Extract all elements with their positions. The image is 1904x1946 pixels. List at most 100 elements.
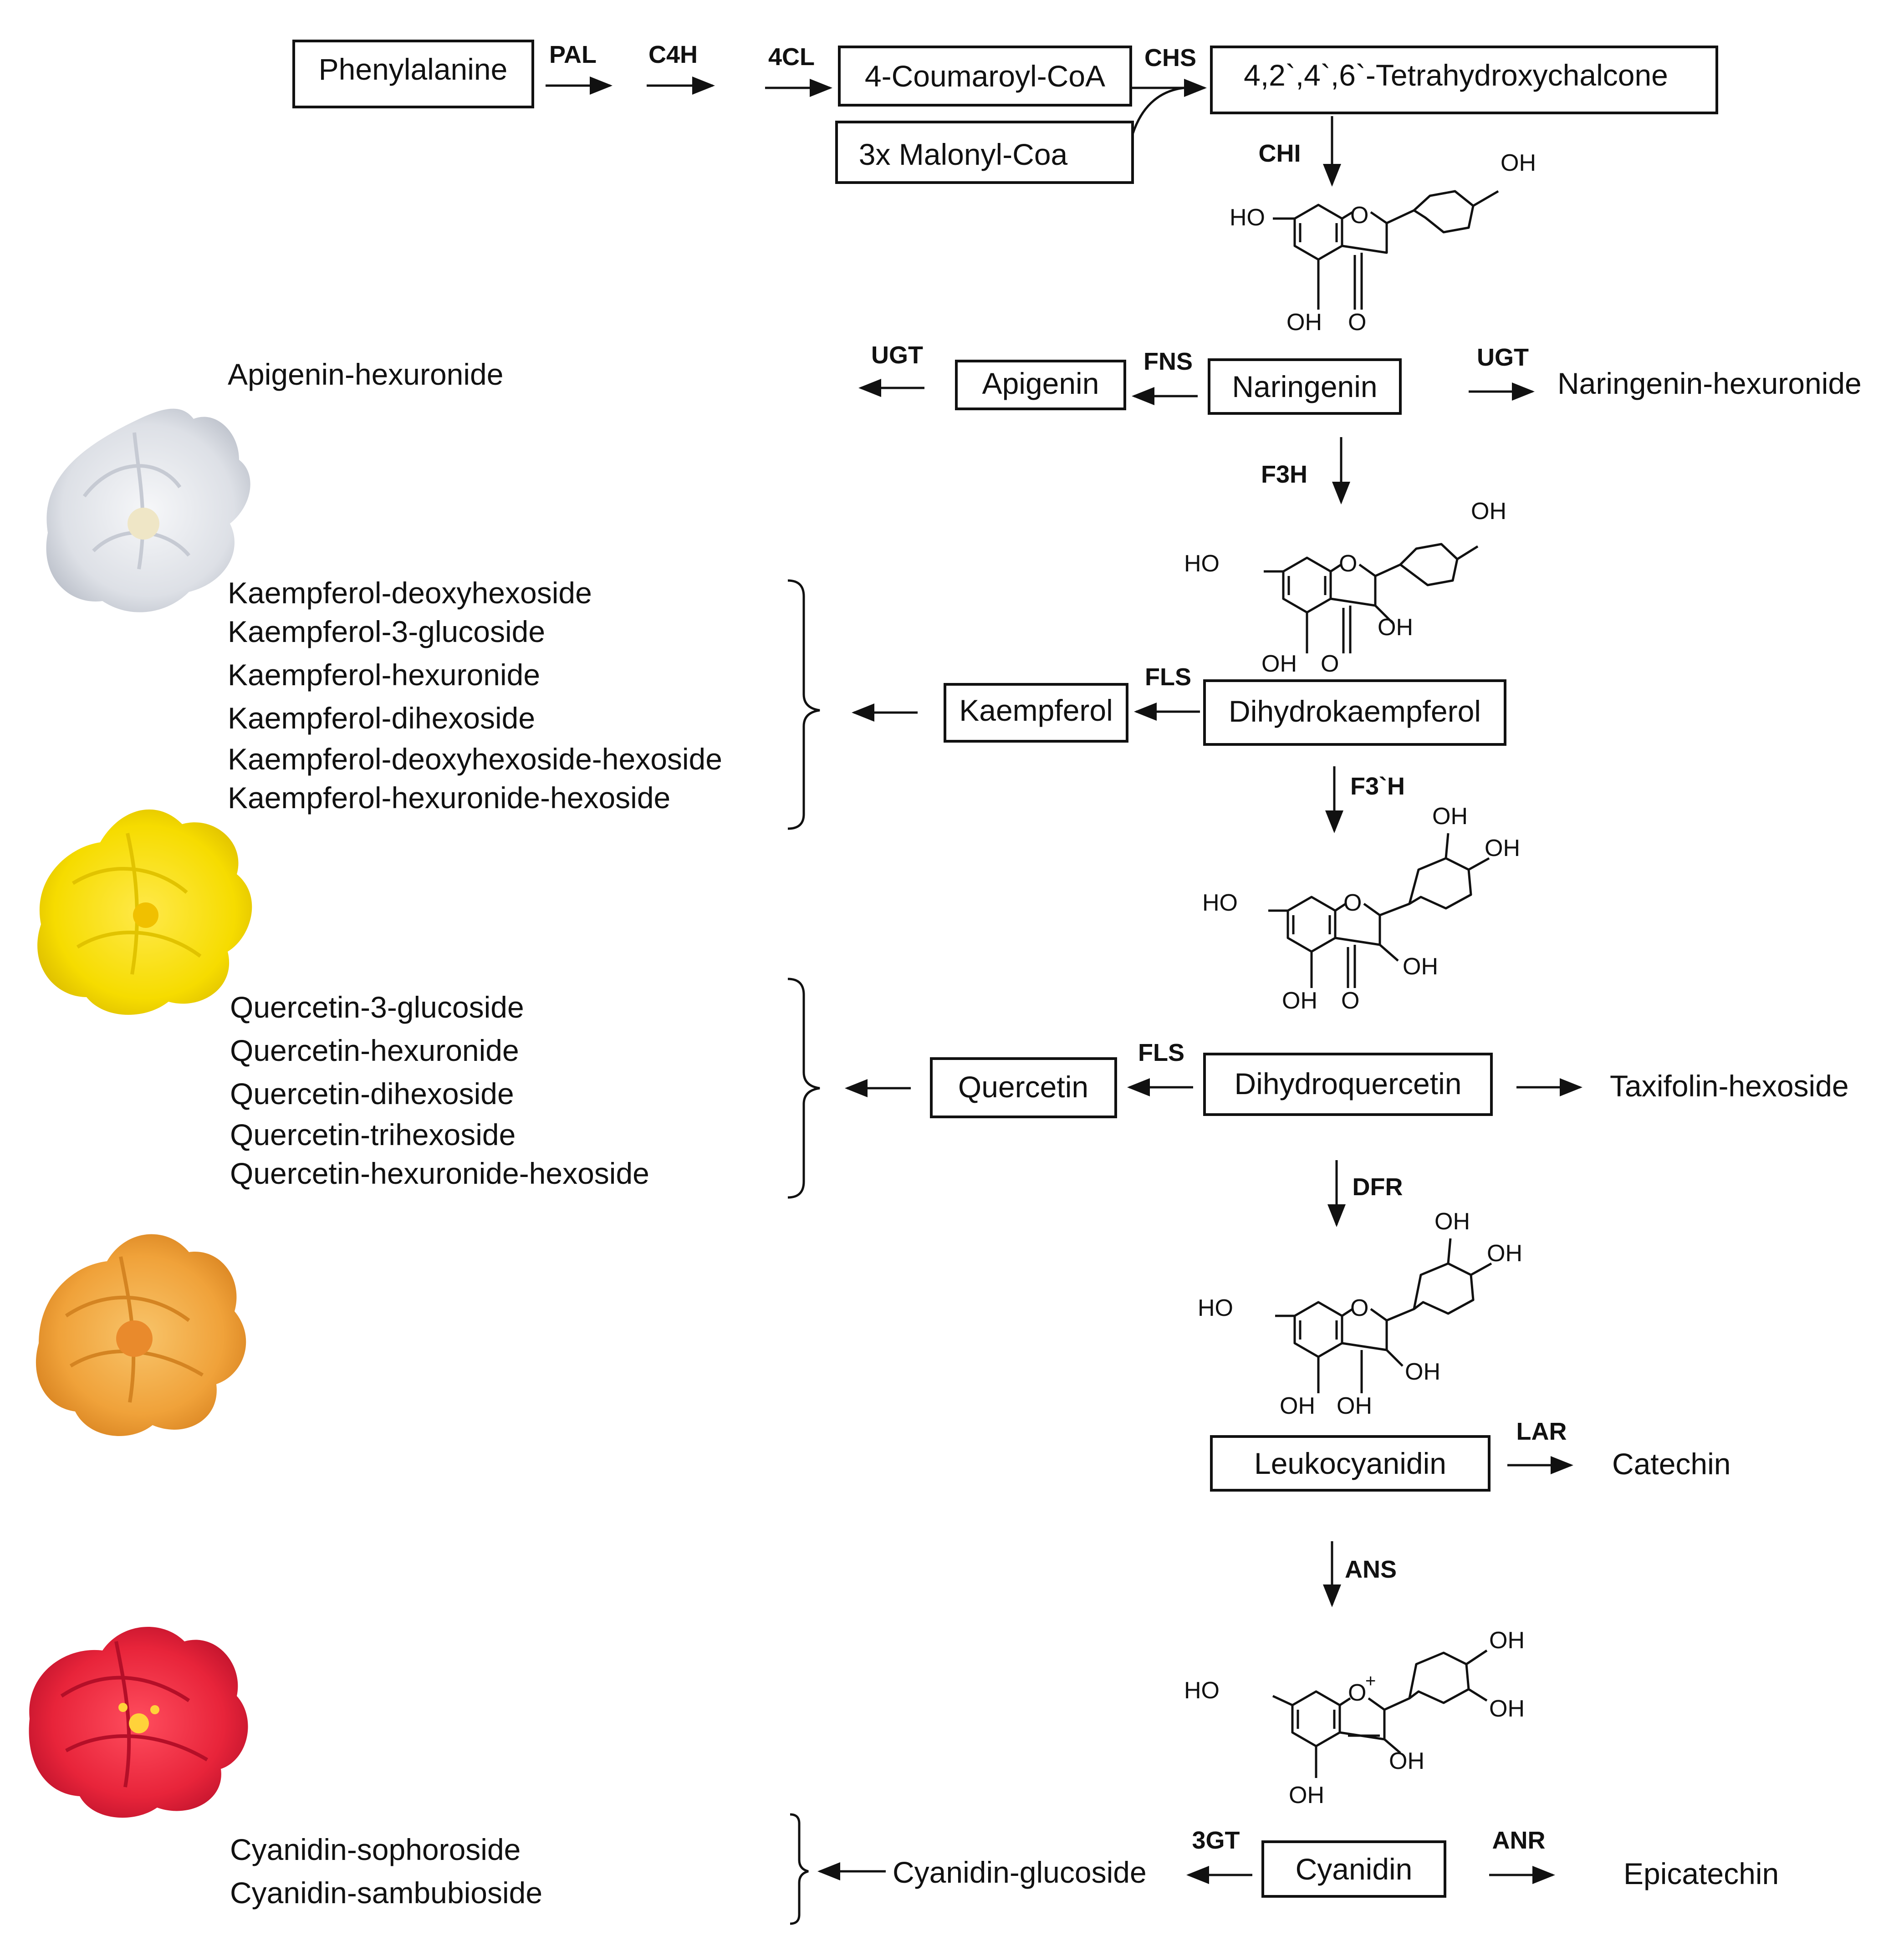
quercetin-derivative: Quercetin-hexuronide-hexoside	[230, 1156, 649, 1190]
kaempferol-brace	[787, 579, 820, 830]
dihydroquercetin-oh-4prime: OH	[1485, 835, 1520, 861]
kaempferol-label: Kaempferol	[959, 693, 1113, 727]
f3h-prime-enzyme-label: F3`H	[1350, 773, 1405, 800]
leukocyanidin-oh-5: OH	[1280, 1393, 1315, 1419]
dihydrokaempferol-ho: HO	[1184, 550, 1220, 577]
quercetin-derivative: Quercetin-dihexoside	[230, 1077, 514, 1111]
leukocyanidin-oh-4prime: OH	[1487, 1240, 1522, 1267]
lar-enzyme-label: LAR	[1516, 1418, 1567, 1445]
quercetin-derivative: Quercetin-trihexoside	[230, 1118, 516, 1151]
dihydrokaempferol-keto-o: O	[1321, 651, 1339, 677]
leukocyanidin-oh-3: OH	[1405, 1359, 1440, 1385]
top-row: Phenylalanine PAL C4H 4CL 4-Coumaroyl-Co…	[292, 40, 1718, 187]
orange-hibiscus-image	[36, 1234, 246, 1436]
coumaroyl-coa-box	[838, 46, 1132, 107]
leukocyanidin-box	[1210, 1435, 1491, 1492]
kaempferol-box	[944, 683, 1128, 743]
cyanidin-brace	[790, 1813, 809, 1925]
ugt-left-enzyme-label: UGT	[871, 341, 923, 369]
yellow-hibiscus-image	[37, 809, 252, 1015]
kaempferol-derivative: Kaempferol-dihexoside	[228, 701, 535, 735]
cyanidin-row: Cyanidin 3GT Cyanidin-glucoside Cyanidin…	[230, 1813, 1779, 1925]
apigenin-hexuronide-label: Apigenin-hexuronide	[228, 357, 503, 391]
leukocyanidin-oh-3prime: OH	[1434, 1208, 1470, 1235]
dihydrokaempferol-oh-bottom: OH	[1261, 651, 1297, 677]
dihydroquercetin-box	[1203, 1053, 1493, 1116]
4cl-enzyme-label: 4CL	[768, 43, 815, 71]
quercetin-derivative: Quercetin-3-glucoside	[230, 990, 524, 1024]
dihydrokaempferol-oh-3: OH	[1378, 614, 1413, 641]
kaempferol-derivative: Kaempferol-hexuronide-hexoside	[228, 781, 670, 815]
naringenin-box	[1208, 358, 1402, 415]
naringenin-keto-o: O	[1348, 309, 1366, 336]
kaempferol-derivative: Kaempferol-hexuronide	[228, 658, 540, 692]
naringenin-label: Naringenin	[1232, 370, 1377, 403]
quercetin-derivative: Quercetin-hexuronide	[230, 1034, 519, 1067]
cyanidin-oh-3prime: OH	[1489, 1627, 1525, 1654]
epicatechin-label: Epicatechin	[1623, 1857, 1779, 1890]
naringenin-structure: HO O OH OH O	[1230, 150, 1536, 336]
dihydroquercetin-oh-3prime: OH	[1432, 803, 1468, 830]
ans-enzyme-label: ANS	[1345, 1556, 1397, 1583]
dihydrokaempferol-label: Dihydrokaempferol	[1229, 694, 1481, 728]
chs-enzyme-label: CHS	[1144, 44, 1196, 71]
white-hibiscus-image	[46, 408, 250, 612]
naringenin-oh-top: OH	[1501, 150, 1536, 176]
quercetin-brace	[787, 978, 820, 1199]
cyanidin-derivative: Cyanidin-sambubioside	[230, 1876, 542, 1910]
fns-enzyme-label: FNS	[1143, 348, 1193, 375]
dihydrokaempferol-box	[1203, 679, 1506, 746]
leukocyanidin-ho: HO	[1198, 1295, 1233, 1321]
chalcone-box	[1210, 46, 1718, 114]
apigenin-label: Apigenin	[982, 367, 1099, 400]
dihydrokaempferol-ring-o: O	[1339, 550, 1357, 577]
f3h-enzyme-label: F3H	[1261, 461, 1307, 488]
catechin-label: Catechin	[1612, 1447, 1731, 1481]
leukocyanidin-oh-4: OH	[1337, 1393, 1372, 1419]
malonyl-join-curve	[1131, 87, 1184, 135]
phenylalanine-box	[292, 40, 534, 108]
chi-enzyme-label: CHI	[1259, 140, 1301, 167]
kaempferol-derivative: Kaempferol-deoxyhexoside	[228, 576, 592, 610]
red-hibiscus-image	[29, 1626, 248, 1818]
leukocyanidin-row: Leukocyanidin LAR Catechin ANS	[1210, 1418, 1731, 1607]
naringenin-ho: HO	[1230, 204, 1265, 231]
naringenin-oh-bottom: OH	[1286, 309, 1322, 336]
dfr-enzyme-label: DFR	[1353, 1173, 1403, 1201]
dihydroquercetin-row: Dihydroquercetin FLS Quercetin Quercetin…	[230, 978, 1849, 1227]
chalcone-label: 4,2`,4`,6`-Tetrahydroxychalcone	[1244, 58, 1668, 92]
dihydroquercetin-oh-3: OH	[1403, 953, 1438, 980]
fls-2-enzyme-label: FLS	[1138, 1039, 1184, 1066]
dihydrokaempferol-structure: HO O OH OH OH O	[1184, 498, 1506, 677]
leukocyanidin-label: Leukocyanidin	[1254, 1447, 1446, 1480]
naringenin-row: Naringenin FNS Apigenin UGT Apigenin-hex…	[228, 341, 1862, 504]
dihydroquercetin-ho: HO	[1202, 890, 1238, 916]
c4h-enzyme-label: C4H	[648, 41, 698, 68]
coumaroyl-coa-label: 4-Coumaroyl-CoA	[865, 59, 1105, 93]
dihydroquercetin-label: Dihydroquercetin	[1235, 1067, 1462, 1100]
dihydroquercetin-structure: HO O OH OH OH OH O	[1202, 803, 1520, 1014]
cyanidin-glucoside-label: Cyanidin-glucoside	[893, 1855, 1147, 1889]
cyanidin-plus-charge: +	[1365, 1671, 1376, 1691]
anr-enzyme-label: ANR	[1492, 1827, 1546, 1854]
cyanidin-ho: HO	[1184, 1677, 1220, 1704]
dihydroquercetin-keto-o: O	[1341, 988, 1359, 1014]
dihydrokaempferol-row: Dihydrokaempferol FLS Kaempferol Kaempfe…	[228, 576, 1506, 833]
taxifolin-hexoside-label: Taxifolin-hexoside	[1610, 1069, 1849, 1103]
cyanidin-structure: HO O + OH OH OH OH	[1184, 1627, 1525, 1808]
kaempferol-derivative: Kaempferol-3-glucoside	[228, 615, 545, 648]
dihydroquercetin-ring-o: O	[1343, 890, 1362, 916]
fls-1-enzyme-label: FLS	[1145, 663, 1191, 691]
naringenin-ring-o: O	[1350, 202, 1368, 229]
naringenin-hexuronide-label: Naringenin-hexuronide	[1557, 367, 1862, 400]
cyanidin-box	[1261, 1840, 1446, 1898]
cyanidin-label: Cyanidin	[1296, 1852, 1413, 1886]
cyanidin-derivative: Cyanidin-sophoroside	[230, 1833, 521, 1866]
dihydrokaempferol-oh-top: OH	[1471, 498, 1506, 525]
kaempferol-derivative: Kaempferol-deoxyhexoside-hexoside	[228, 742, 722, 776]
cyanidin-oh-3: OH	[1389, 1748, 1424, 1774]
quercetin-box	[930, 1057, 1117, 1118]
quercetin-label: Quercetin	[958, 1070, 1088, 1104]
apigenin-box	[955, 360, 1126, 410]
